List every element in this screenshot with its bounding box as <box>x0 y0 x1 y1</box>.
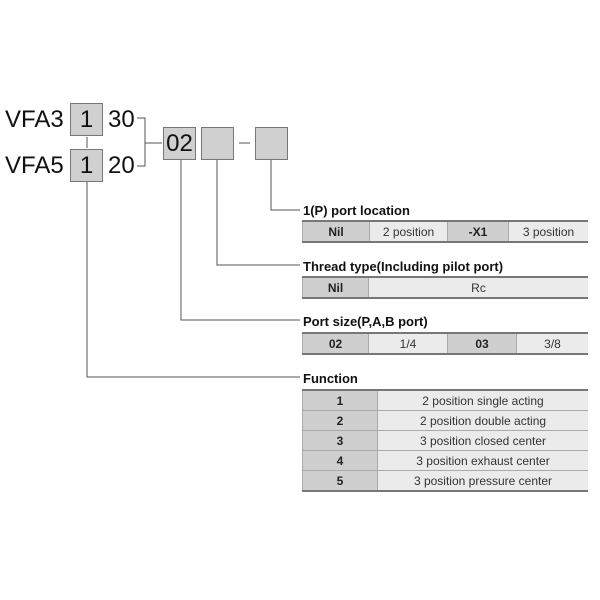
cell: 5 <box>302 470 378 491</box>
cell: 3/8 <box>516 332 588 354</box>
cell: 4 <box>302 450 378 471</box>
function-title: Function <box>303 371 358 386</box>
location-box <box>255 127 288 160</box>
cell: 3 position pressure center <box>377 470 588 491</box>
cell: Nil <box>302 276 369 298</box>
cell: 1 <box>302 389 378 411</box>
port-table: 02 1/4 03 3/8 <box>302 332 588 355</box>
cell: 3 position exhaust center <box>377 450 588 471</box>
location-table: Nil 2 position -X1 3 position <box>302 220 588 243</box>
location-title: 1(P) port location <box>303 203 410 218</box>
cell: 2 <box>302 410 378 431</box>
series-vfa3: VFA3 <box>5 106 64 133</box>
cell: 02 <box>302 332 369 354</box>
port-size-box: 02 <box>163 127 196 160</box>
function-box-b: 1 <box>70 149 103 182</box>
port-title: Port size(P,A,B port) <box>303 314 428 329</box>
cell: Rc <box>368 276 588 298</box>
series-vfa5: VFA5 <box>5 152 64 179</box>
suffix-30: 30 <box>108 106 135 133</box>
suffix-20: 20 <box>108 152 135 179</box>
cell: 1/4 <box>368 332 448 354</box>
thread-table: Nil Rc <box>302 276 588 299</box>
cell: 2 position single acting <box>377 389 588 411</box>
cell: 3 position closed center <box>377 430 588 451</box>
cell: 2 position double acting <box>377 410 588 431</box>
cell: -X1 <box>447 220 509 242</box>
thread-box <box>201 127 234 160</box>
cell: 3 <box>302 430 378 451</box>
cell: 3 position <box>508 220 588 242</box>
function-box-a: 1 <box>70 103 103 136</box>
cell: 03 <box>447 332 517 354</box>
cell: Nil <box>302 220 370 242</box>
cell: 2 position <box>369 220 448 242</box>
thread-title: Thread type(Including pilot port) <box>303 259 504 274</box>
